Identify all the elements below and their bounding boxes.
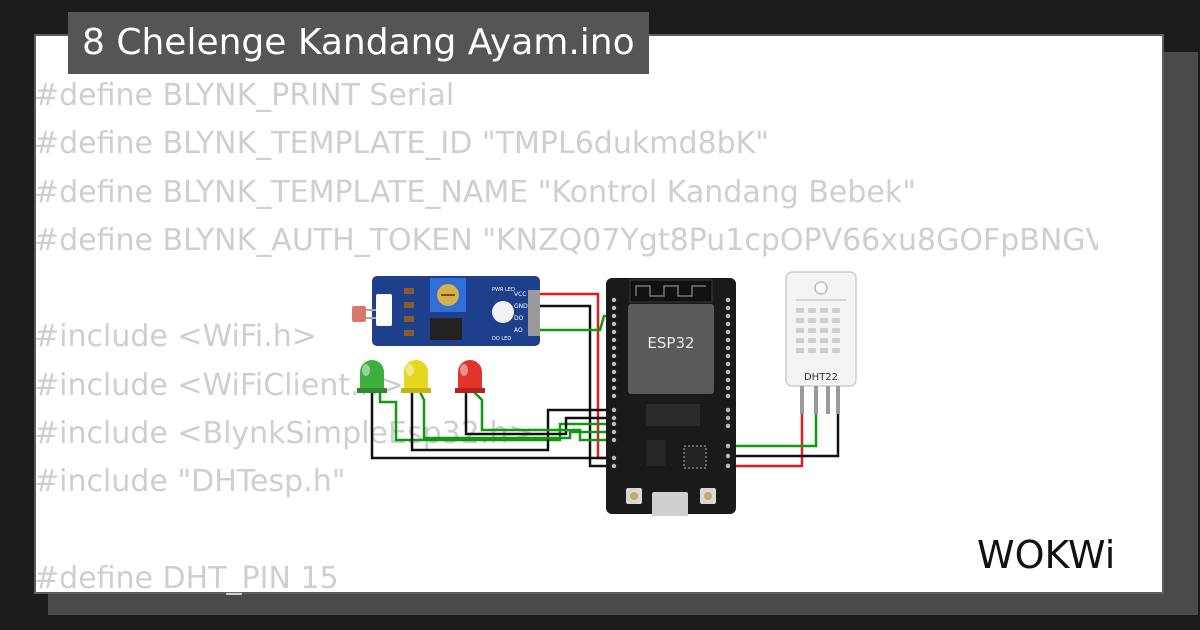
led-yellow[interactable]	[401, 360, 431, 393]
wire-led-yellow	[410, 392, 612, 452]
project-title[interactable]: 8 Chelenge Kandang Ayam.ino	[68, 12, 649, 74]
pin-label-vcc: VCC	[514, 291, 526, 298]
wire-dht-data	[726, 414, 818, 448]
wire-led-green	[370, 392, 606, 460]
wire-dht-vcc	[726, 414, 804, 468]
pin-label-do: DO	[514, 315, 524, 322]
wire-ldr-gnd	[540, 304, 612, 468]
code-preview: #define BLYNK_PRINT Serial #define BLYNK…	[34, 72, 1098, 603]
esp32-board[interactable]: ESP32	[606, 278, 736, 516]
photoresistor-icon	[352, 306, 366, 322]
do-led-label: DO LED	[492, 336, 511, 342]
pin-label-ao: AO	[514, 327, 523, 334]
code-line: #include "DHTesp.h"	[34, 464, 346, 500]
code-line: #define BLYNK_TEMPLATE_NAME "Kontrol Kan…	[34, 174, 917, 210]
led-red[interactable]	[455, 360, 485, 393]
wires	[370, 292, 840, 468]
wire-led-green-sig	[378, 392, 612, 442]
esp32-label: ESP32	[647, 334, 694, 352]
pwr-led-label: PWR LED	[492, 287, 515, 293]
pin-label-gnd: GND	[514, 303, 528, 310]
wire-ldr-ao	[540, 314, 612, 332]
ldr-sensor-module[interactable]: PWR LED DO LED VCC GND DO AO	[352, 276, 540, 346]
wokwi-logo-text: WOKWi	[977, 533, 1115, 577]
code-line: #define BLYNK_AUTH_TOKEN "KNZQ07Ygt8Pu1c…	[34, 222, 1098, 258]
wire-led-red	[464, 392, 612, 436]
dht22-sensor[interactable]: DHT22	[785, 271, 857, 414]
dht22-label: DHT22	[804, 372, 838, 383]
code-line: #include <WiFiClient.h>	[34, 367, 404, 403]
code-line: #define DHT_PIN 15	[34, 560, 339, 596]
code-line: #define BLYNK_TEMPLATE_ID "TMPL6dukmd8bK…	[34, 126, 770, 162]
wire-led-yellow-sig	[418, 391, 612, 440]
code-line: #include <WiFi.h>	[34, 319, 317, 355]
code-line: #define BLYNK_PRINT Serial	[34, 78, 455, 113]
wokwi-logo[interactable]: WOKWi	[975, 528, 1150, 580]
code-line: #include <BlynkSimpleEsp32.h>	[34, 416, 534, 452]
wire-dht-gnd	[726, 414, 840, 458]
usb-port-icon	[652, 492, 688, 516]
led-green[interactable]	[357, 360, 387, 393]
wire-led-red-sig	[473, 391, 612, 442]
